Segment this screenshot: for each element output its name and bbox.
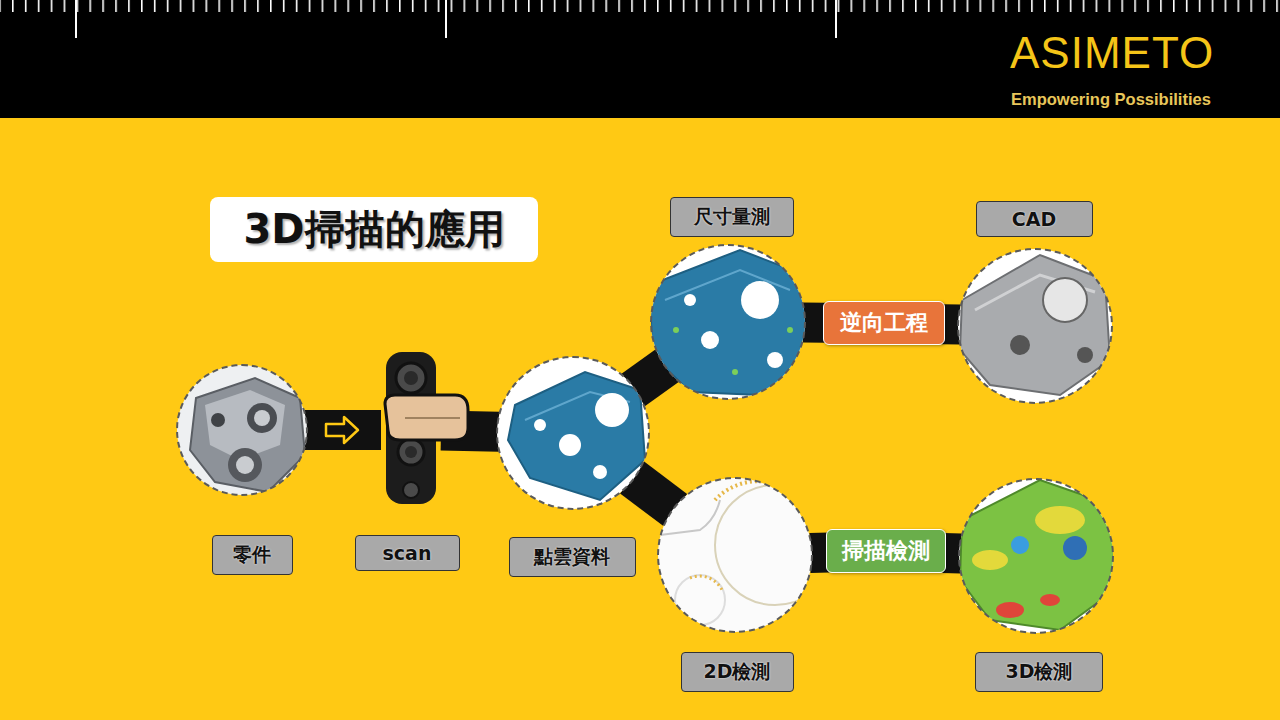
label-text: 3D檢測 <box>988 659 1090 685</box>
image-circle: CAD <box>957 248 1113 404</box>
box-text: 掃描檢測 <box>841 536 931 566</box>
process-box: 逆向工程 <box>823 301 945 345</box>
2d-inspection-image <box>658 478 835 632</box>
scanner-figure: scan <box>378 352 444 508</box>
label-text: 尺寸量測 <box>683 204 781 230</box>
logo-text-holder: ASIMETO <box>1010 28 1214 78</box>
label-box: 3D檢測 <box>975 652 1103 692</box>
image-circle: 零件 <box>176 364 308 496</box>
label-box: 2D檢測 <box>681 652 794 692</box>
connector-band <box>305 417 381 443</box>
point-cloud-image <box>497 357 649 509</box>
image-circle: 尺寸量測 <box>650 244 806 400</box>
title-text: 3D掃描的應用 <box>243 202 504 257</box>
band-line <box>305 410 381 450</box>
label-box: scan <box>355 535 460 571</box>
logo-text: ASIMETO <box>1010 28 1214 78</box>
tagline-text: Empowering Possibilities <box>1011 90 1211 109</box>
image-circle: 2D檢測 <box>657 477 813 633</box>
label-text: 零件 <box>225 542 280 568</box>
label-box: 尺寸量測 <box>670 197 794 237</box>
3d-inspection-image <box>959 479 1115 633</box>
part-photo <box>177 365 307 495</box>
label-text: 點雲資料 <box>522 544 623 570</box>
tagline-text-holder: Empowering Possibilities <box>1011 90 1211 109</box>
connector-band <box>632 478 675 510</box>
image-circle: 點雲資料 <box>496 356 650 510</box>
connector-band <box>633 366 667 390</box>
image-circle: 3D檢測 <box>958 478 1114 634</box>
arrow-head <box>326 417 358 443</box>
cad-image <box>958 249 1112 403</box>
label-box: 點雲資料 <box>509 537 636 577</box>
scanner-device <box>385 352 468 504</box>
process-box: 掃描檢測 <box>826 529 946 573</box>
label-box: CAD <box>976 201 1093 237</box>
label-text: scan <box>368 542 447 564</box>
label-text: CAD <box>989 208 1080 230</box>
title-box: 3D掃描的應用 <box>210 197 538 262</box>
label-box: 零件 <box>212 535 293 575</box>
box-text: 逆向工程 <box>838 308 930 338</box>
band-line <box>633 366 667 390</box>
measurement-image <box>650 245 810 399</box>
label-text: 2D檢測 <box>694 659 781 685</box>
band-line <box>632 478 675 510</box>
